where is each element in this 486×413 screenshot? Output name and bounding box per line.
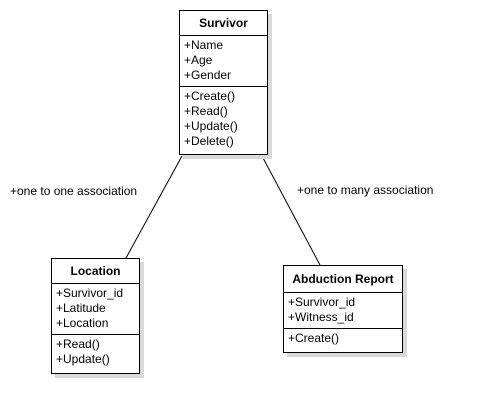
operation: +Create() (184, 89, 236, 103)
attribute: +Name (184, 38, 224, 52)
attribute: +Witness_id (288, 310, 354, 324)
association-line-survivor-location (125, 155, 183, 259)
class-location-operations: +Read() +Update() (52, 335, 139, 370)
attribute: +Gender (184, 68, 232, 82)
class-survivor-name: Survivor (180, 11, 267, 36)
class-abduction-report-attributes: +Survivor_id +Witness_id (284, 293, 402, 329)
operation: +Read() (56, 337, 100, 351)
attribute: +Latitude (56, 301, 106, 315)
attribute: +Survivor_id (288, 295, 356, 309)
attribute: +Location (56, 316, 109, 330)
class-abduction-report-name: Abduction Report (284, 266, 402, 293)
attribute: +Age (184, 53, 213, 67)
association-label-one-to-one: +one to one association (10, 184, 138, 198)
class-abduction-report[interactable]: Abduction Report +Survivor_id +Witness_i… (283, 265, 403, 353)
association-line-survivor-abduction-report (261, 155, 321, 266)
association-label-one-to-many: +one to many association (297, 183, 434, 197)
class-survivor-attributes: +Name +Age +Gender (180, 36, 267, 87)
class-survivor[interactable]: Survivor +Name +Age +Gender +Create() +R… (179, 10, 268, 155)
class-location-attributes: +Survivor_id +Latitude +Location (52, 284, 139, 335)
operation: +Create() (288, 331, 340, 345)
operation: +Delete() (184, 134, 234, 148)
attribute: +Survivor_id (56, 286, 124, 300)
class-location-name: Location (52, 259, 139, 284)
operation: +Update() (56, 352, 110, 366)
class-survivor-operations: +Create() +Read() +Update() +Delete() (180, 87, 267, 152)
operation: +Read() (184, 104, 228, 118)
operation: +Update() (184, 119, 238, 133)
class-abduction-report-operations: +Create() (284, 329, 402, 349)
class-location[interactable]: Location +Survivor_id +Latitude +Locatio… (51, 258, 140, 374)
